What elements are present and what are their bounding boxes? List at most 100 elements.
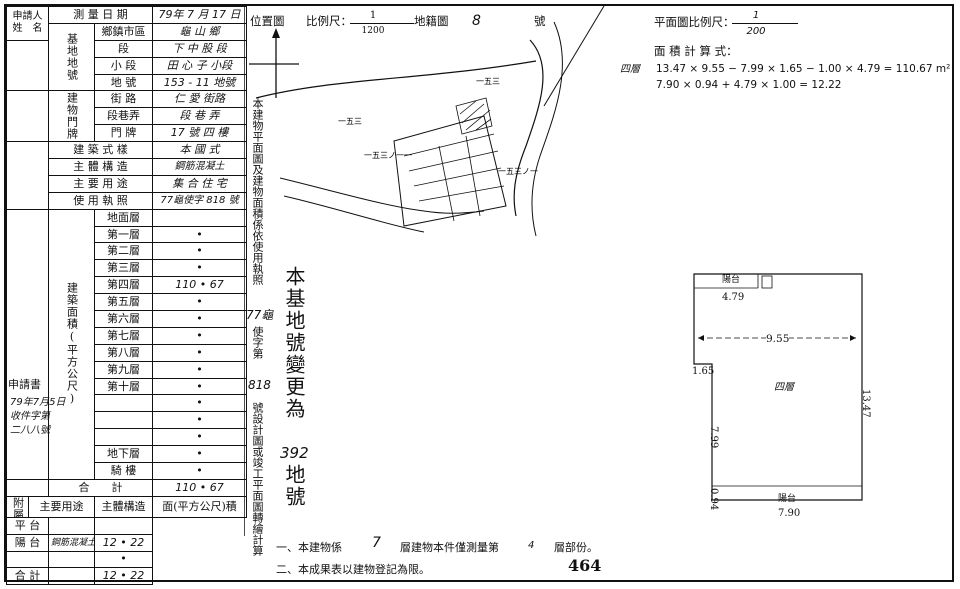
floor-name	[94, 394, 153, 413]
cadastral-suffix: 號	[534, 14, 546, 28]
permit-hand: 77龜	[246, 308, 274, 322]
application-value: 79年7月5日 收件字第 二八八號	[10, 397, 66, 436]
building-record-table: 申請人 姓 名 測 量 日 期 79年 7 月 17 日 基地地號 鄉鎮市區 龜…	[6, 6, 247, 586]
plot-label-3: 一五三ノ一一	[364, 151, 412, 160]
permit-value: 77龜使字 818 號	[152, 191, 247, 210]
vertical-note-2: 使字第	[251, 326, 264, 359]
floor-area: •	[152, 445, 247, 464]
floor-area: •	[152, 326, 247, 345]
floor-area: •	[152, 242, 247, 261]
floor-area: •	[152, 259, 247, 278]
annex-header-structure: 主體構造	[94, 495, 153, 518]
plan-scale-num: 1	[752, 10, 760, 21]
annex-area	[94, 516, 153, 535]
annex-structure	[48, 516, 95, 535]
annex-header-use: 主要用途	[28, 495, 95, 518]
total-label-blank	[6, 478, 49, 497]
annex-row: 合 計 12 • 22	[6, 567, 247, 586]
dim-790: 7.90	[778, 508, 801, 519]
dim-479: 4.79	[722, 292, 745, 303]
footer-floors: 7	[372, 535, 381, 551]
subsection-value: 田 心 子 小段	[152, 56, 247, 75]
annex-label: 附屬建物	[6, 495, 29, 518]
change-suffix: 地號	[282, 464, 306, 508]
use-value: 集 合 住 宅	[152, 174, 247, 193]
annex-area: 12 • 22	[94, 567, 153, 586]
floor-name: 第六層	[94, 310, 153, 328]
calc-label: 面 積 計 算 式：	[654, 44, 738, 58]
floor-name: 第五層	[94, 293, 153, 312]
permit-no: 818	[248, 378, 271, 392]
floor-name: 第四層	[94, 276, 153, 295]
lot-value: 153 - 11 地號	[152, 73, 247, 92]
lane-value: 段 巷 弄	[152, 107, 247, 126]
footer-floor: 4	[528, 540, 535, 551]
floor-row: 騎 樓•	[7, 462, 247, 480]
cadastral-no: 8	[472, 13, 481, 29]
footer-line-1c: 層部份。	[554, 541, 598, 554]
location-label: 位置圖	[250, 14, 285, 28]
calc-line-1: 13.47 × 9.55 − 7.99 × 1.65 − 1.00 × 4.79…	[656, 63, 951, 75]
floor-row: 第七層•	[7, 326, 247, 345]
plan-scale-label: 平面圖比例尺：	[654, 15, 735, 29]
floor-area: •	[152, 293, 247, 312]
floor-name: 騎 樓	[94, 462, 153, 480]
annex-area: •	[94, 550, 153, 569]
plan-balcony-bottom: 陽台	[778, 494, 797, 504]
lot-label: 地 號	[94, 73, 153, 92]
plot-label-4: 一五三ノ一	[498, 167, 538, 176]
township-value: 龜 山 鄉	[152, 22, 247, 41]
scale-num: 1	[369, 10, 377, 21]
plan-scale-den: 200	[746, 26, 766, 37]
applicant-name-cell	[6, 39, 49, 92]
scale-den: 1200	[361, 26, 385, 36]
survey-date-value: 79年 7 月 17 日	[152, 6, 247, 24]
cadastral-label: 地籍圖	[414, 14, 449, 28]
calc-line-2: 7.90 × 0.94 + 4.79 × 1.00 = 12.22	[656, 79, 842, 91]
annex-row: 平 台	[6, 516, 247, 535]
dim-165: 1.65	[692, 366, 715, 377]
door-label: 建物門牌	[48, 90, 95, 143]
plan-room: 四層	[774, 382, 794, 393]
base-label: 基地地號	[48, 22, 95, 92]
permit-label: 使 用 執 照	[48, 191, 153, 210]
plot-label-1: 一五三	[476, 77, 500, 86]
floor-name: 第十層	[94, 377, 153, 396]
location-map: 一五三 一五三 一五三ノ一一 一五三ノ一	[244, 6, 605, 536]
floor-row: •	[7, 394, 247, 413]
total-value: 110 • 67	[152, 478, 247, 497]
annex-use: 合 計	[6, 567, 49, 586]
survey-date-label: 測 量 日 期	[48, 6, 153, 24]
plan-balcony-top: 陽台	[722, 275, 741, 285]
annex-use: 平 台	[6, 516, 49, 535]
annex-structure: 鋼筋混凝土	[48, 533, 95, 552]
floor-name: 第一層	[94, 225, 153, 244]
vertical-note-3: 號設計圖或竣工平面圖轉繪計算	[251, 402, 264, 556]
annex-structure	[48, 567, 95, 586]
floor-area: •	[152, 360, 247, 379]
section-label: 段	[94, 39, 153, 58]
survey-sheet: 申請人 姓 名 測 量 日 期 79年 7 月 17 日 基地地號 鄉鎮市區 龜…	[4, 4, 954, 586]
application-cell	[6, 208, 49, 480]
floor-area: 110 • 67	[152, 276, 247, 295]
floor-name	[94, 428, 153, 447]
dim-094: 0.94	[708, 488, 719, 511]
floor-name: 第三層	[94, 259, 153, 278]
floor-name: 地面層	[94, 208, 153, 227]
annex-use: 陽 台	[6, 533, 49, 552]
floor-row: 第十層•	[7, 377, 247, 396]
floor-name	[94, 411, 153, 430]
dim-1347: 13.47	[860, 389, 871, 418]
street-label: 街 路	[94, 90, 153, 109]
change-note: 本基地號變更為	[282, 266, 306, 420]
style-value: 本 國 式	[152, 141, 247, 160]
structure-label: 主 體 構 造	[48, 158, 153, 176]
floor-area: •	[152, 310, 247, 328]
lane-label: 段巷弄	[94, 107, 153, 126]
annex-row: •	[6, 550, 247, 569]
total-label: 合 計	[48, 478, 153, 497]
